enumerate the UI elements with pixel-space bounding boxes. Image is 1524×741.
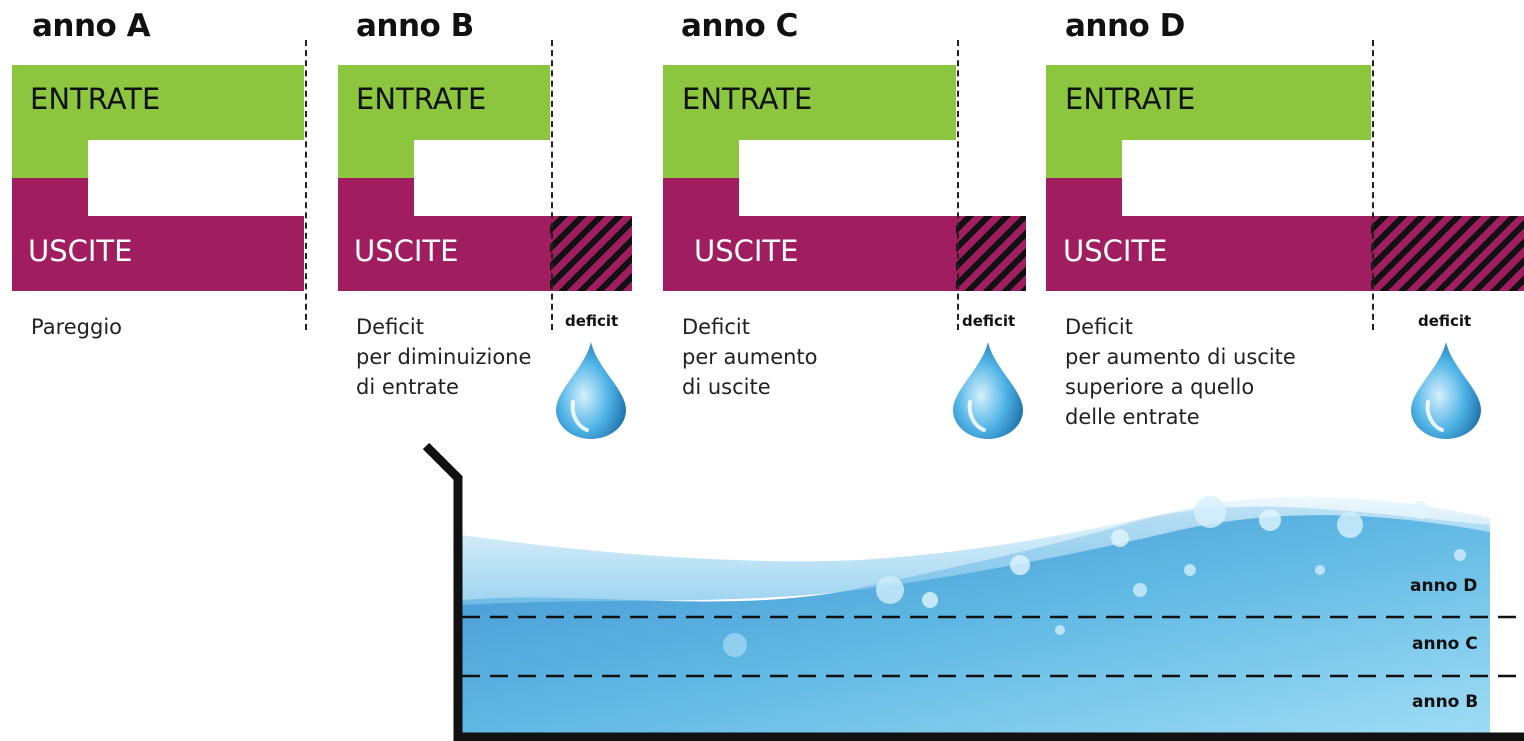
deficit-hatch-b <box>550 216 632 291</box>
tank-level-label-c: anno C <box>1412 634 1478 654</box>
tank-level-label-d: anno D <box>1410 576 1478 596</box>
desc-c: Deficit per aumento di uscite <box>682 315 818 399</box>
water-drop-icon <box>953 342 1023 439</box>
water-tank <box>422 442 1524 741</box>
uscite-stub-b <box>338 178 414 216</box>
entrate-stub-d <box>1046 140 1122 178</box>
entrate-stub-c <box>663 140 739 178</box>
deficit-label-d: deficit <box>1418 312 1472 330</box>
entrate-bar-a <box>12 65 304 140</box>
year-b-title: anno B <box>356 8 474 44</box>
deficit-hatch-d <box>1371 216 1524 291</box>
uscite-bar-d <box>1046 216 1371 291</box>
uscite-stub-a <box>12 178 88 216</box>
uscite-label-d: USCITE <box>1063 234 1168 268</box>
tank-wall <box>422 442 1524 741</box>
uscite-bar-a <box>12 216 304 291</box>
divider-b <box>551 40 553 330</box>
deficit-label-c: deficit <box>962 312 1016 330</box>
uscite-bar-b <box>338 216 550 291</box>
water-drop-icon <box>1411 342 1481 439</box>
uscite-label-b: USCITE <box>354 234 459 268</box>
entrate-bar-c <box>663 65 956 140</box>
uscite-label-c: USCITE <box>694 234 799 268</box>
entrate-label-b: ENTRATE <box>356 82 487 116</box>
uscite-label-a: USCITE <box>28 234 133 268</box>
tank-level-label-b: anno B <box>1412 692 1479 712</box>
deficit-hatch-c <box>956 216 1026 291</box>
desc-d: Deficit per aumento di uscite superiore … <box>1065 315 1296 429</box>
divider-d <box>1372 40 1374 330</box>
uscite-bar-c <box>663 216 956 291</box>
entrate-stub-b <box>338 140 414 178</box>
desc-a: Pareggio <box>31 315 123 339</box>
entrate-stub-a <box>12 140 88 178</box>
year-a-title: anno A <box>32 8 151 44</box>
uscite-stub-c <box>663 178 739 216</box>
year-c-title: anno C <box>681 8 798 44</box>
uscite-stub-d <box>1046 178 1122 216</box>
water-surface <box>462 496 1490 605</box>
entrate-bar-d <box>1046 65 1371 140</box>
divider-c <box>957 40 959 330</box>
year-d-title: anno D <box>1065 8 1185 44</box>
water-body <box>462 506 1490 734</box>
entrate-label-d: ENTRATE <box>1065 82 1196 116</box>
deficit-label-b: deficit <box>565 312 619 330</box>
entrate-bar-b <box>338 65 550 140</box>
water-drop-icon <box>556 342 626 439</box>
entrate-label-c: ENTRATE <box>682 82 813 116</box>
entrate-label-a: ENTRATE <box>30 82 161 116</box>
desc-b: Deficit per diminuizione di entrate <box>356 315 532 399</box>
divider-a <box>305 40 307 330</box>
